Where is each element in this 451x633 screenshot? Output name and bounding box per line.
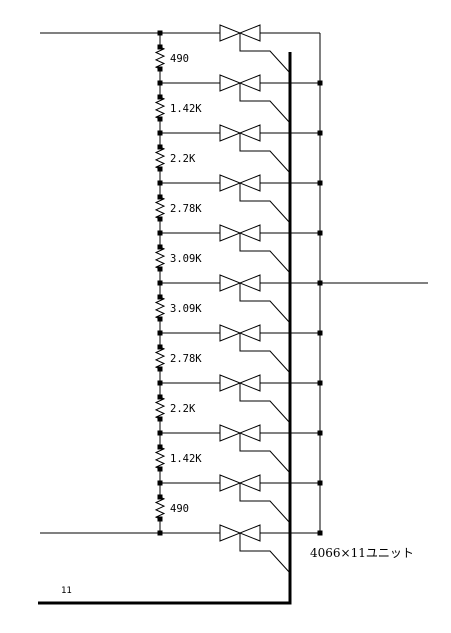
junction-dot xyxy=(317,230,323,236)
junction-dot xyxy=(157,380,163,386)
resistor-icon xyxy=(154,446,166,470)
control-wire xyxy=(239,333,291,374)
junction-dot xyxy=(157,30,163,36)
junction-dot xyxy=(157,444,163,450)
junction-dot xyxy=(157,430,163,436)
unit-label: 4066×11ユニット xyxy=(310,546,414,560)
analog-switch-icon xyxy=(219,74,261,92)
junction-dot xyxy=(157,316,163,322)
analog-switch-icon xyxy=(219,274,261,292)
analog-switch-icon xyxy=(219,374,261,392)
junction-dot xyxy=(317,180,323,186)
junction-dot xyxy=(157,330,163,336)
junction-dot xyxy=(157,494,163,500)
resistor-value-label: 490 xyxy=(170,53,189,65)
control-wire xyxy=(239,383,291,424)
analog-switch-icon xyxy=(219,474,261,492)
junction-dot xyxy=(317,530,323,536)
junction-dot xyxy=(317,280,323,286)
control-wire xyxy=(239,533,291,574)
junction-dot xyxy=(157,194,163,200)
resistor-ladder xyxy=(154,46,166,520)
junction-dot xyxy=(157,44,163,50)
control-line-count-label: 11 xyxy=(61,586,72,596)
resistor-icon xyxy=(154,96,166,120)
resistor-icon xyxy=(154,146,166,170)
junction-dot xyxy=(157,216,163,222)
resistor-value-label: 490 xyxy=(170,503,189,515)
analog-switch-icon xyxy=(219,224,261,242)
junction-dot xyxy=(157,366,163,372)
resistor-value-label: 2.2K xyxy=(170,403,196,415)
resistor-icon xyxy=(154,296,166,320)
junction-dot xyxy=(157,230,163,236)
junction-dot xyxy=(157,266,163,272)
control-wire xyxy=(239,483,291,524)
resistor-value-label: 3.09K xyxy=(170,253,202,265)
wires xyxy=(38,32,428,605)
junction-dot xyxy=(157,394,163,400)
junction-dots xyxy=(157,30,323,536)
junction-dot xyxy=(317,80,323,86)
resistor-value-label: 1.42K xyxy=(170,103,202,115)
analog-switch-icon xyxy=(219,24,261,42)
labels: 490 1.42K 2.2K 2.78K 3.09K 3.09K 2.78K 2.2K 1.42… xyxy=(170,53,202,515)
resistor-value-label: 2.78K xyxy=(170,353,202,365)
analog-switch-icon xyxy=(219,424,261,442)
resistor-icon xyxy=(154,246,166,270)
control-wire xyxy=(239,33,291,74)
junction-dot xyxy=(157,166,163,172)
junction-dot xyxy=(157,80,163,86)
junction-dot xyxy=(157,94,163,100)
resistor-icon xyxy=(154,496,166,520)
control-wire xyxy=(239,233,291,274)
junction-dot xyxy=(157,516,163,522)
analog-switches xyxy=(219,24,261,542)
junction-dot xyxy=(157,244,163,250)
resistor-icon xyxy=(154,196,166,220)
control-wire xyxy=(239,133,291,174)
control-wire xyxy=(239,433,291,474)
analog-switch-icon xyxy=(219,174,261,192)
junction-dot xyxy=(157,180,163,186)
resistor-value-label: 2.2K xyxy=(170,153,196,165)
junction-dot xyxy=(157,66,163,72)
junction-dot xyxy=(157,130,163,136)
resistor-icon xyxy=(154,46,166,70)
resistor-value-label: 2.78K xyxy=(170,203,202,215)
junction-dot xyxy=(157,530,163,536)
junction-dot xyxy=(157,480,163,486)
analog-switch-icon xyxy=(219,524,261,542)
junction-dot xyxy=(317,330,323,336)
junction-dot xyxy=(157,466,163,472)
resistor-icon xyxy=(154,346,166,370)
junction-dot xyxy=(157,144,163,150)
junction-dot xyxy=(317,480,323,486)
resistor-value-label: 1.42K xyxy=(170,453,202,465)
junction-dot xyxy=(317,430,323,436)
junction-dot xyxy=(157,116,163,122)
junction-dot xyxy=(157,344,163,350)
analog-switch-icon xyxy=(219,324,261,342)
junction-dot xyxy=(317,130,323,136)
control-wire xyxy=(239,83,291,124)
junction-dot xyxy=(157,280,163,286)
control-wire xyxy=(239,183,291,224)
junction-dot xyxy=(317,380,323,386)
control-bus xyxy=(38,52,292,605)
junction-dot xyxy=(157,294,163,300)
junction-dot xyxy=(157,416,163,422)
control-wire xyxy=(239,283,291,324)
analog-switch-icon xyxy=(219,124,261,142)
resistor-icon xyxy=(154,396,166,420)
resistor-value-label: 3.09K xyxy=(170,303,202,315)
